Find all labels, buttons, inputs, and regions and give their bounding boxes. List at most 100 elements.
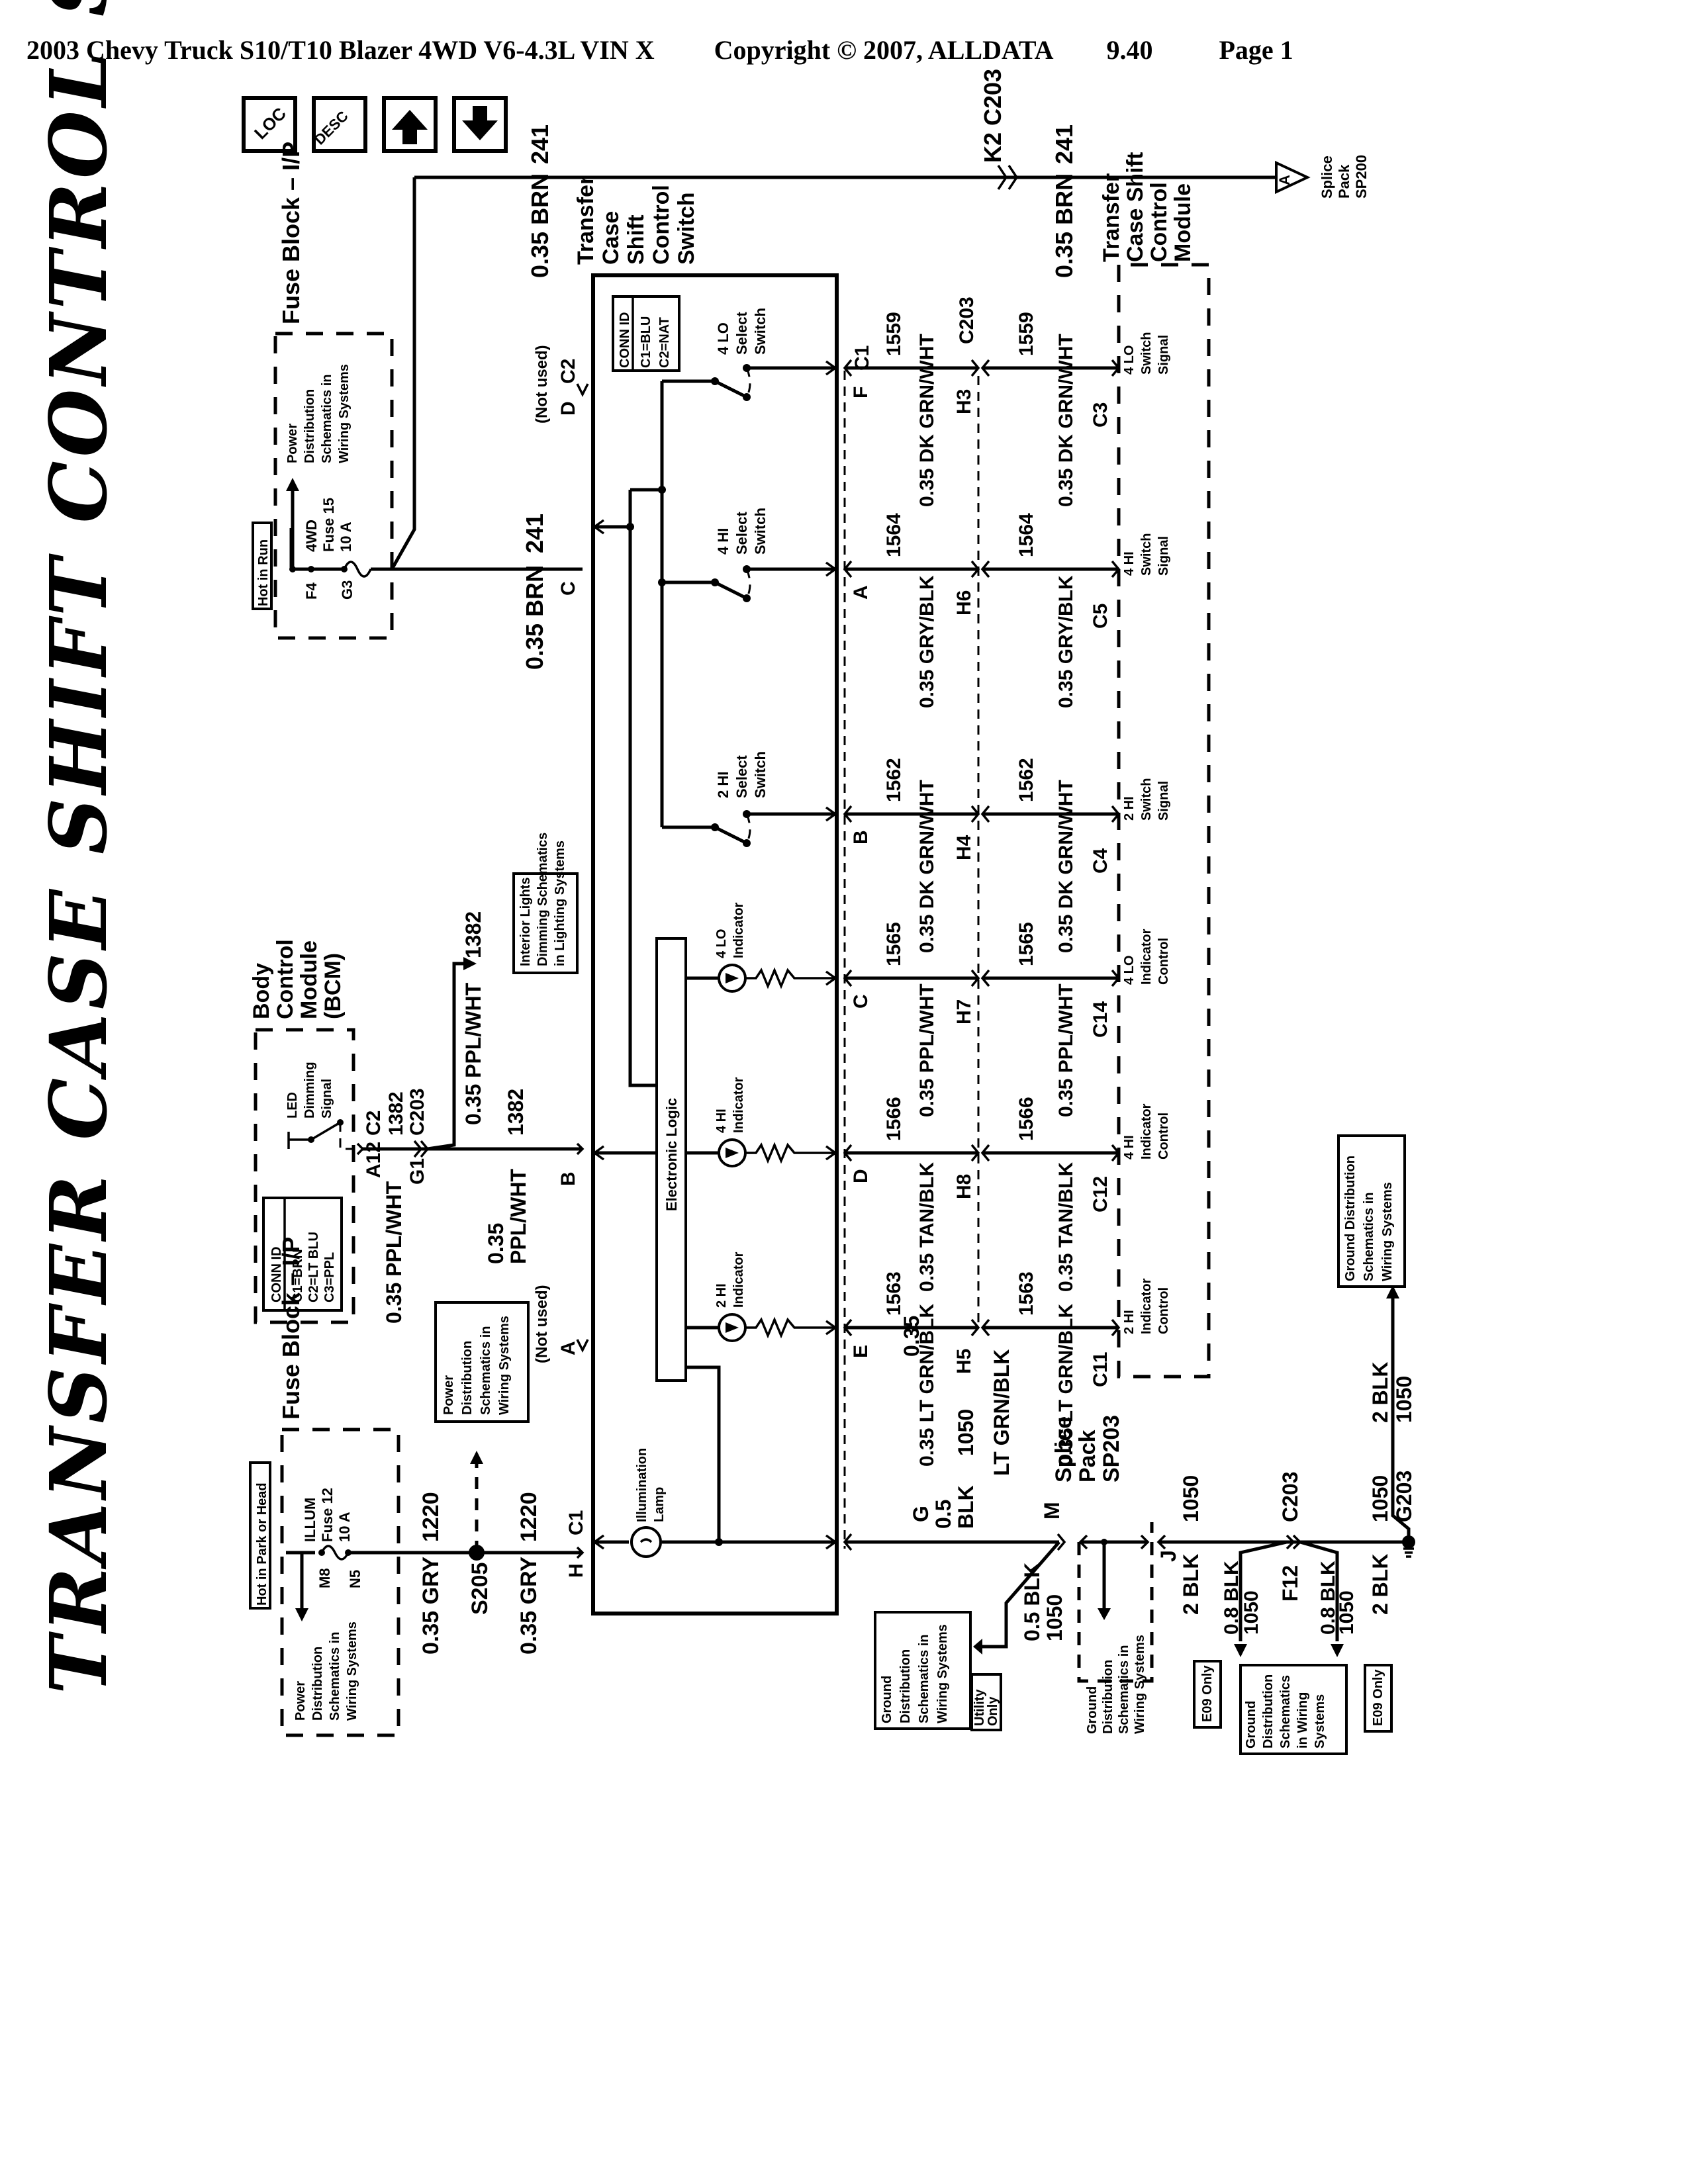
bcm-signal-line2: Dimming (303, 1062, 317, 1118)
handwritten-note: TRANSFER CASE SHIFT CONTROL SWITCH (32, 0, 124, 1694)
switch-pin: D (850, 1169, 872, 1183)
harness-circuit: 1563 (883, 1271, 905, 1316)
switch-pin: E (850, 1345, 872, 1358)
indicator-4lo-line2: Indicator (731, 902, 746, 958)
handwritten-note-text: TRANSFER CASE SHIFT CONTROL SWITCH (32, 0, 124, 1694)
g203-circuit: 1050 (1368, 1475, 1392, 1522)
bcm-conn-c2: C2=LT BLU (306, 1232, 321, 1302)
switch-4hi-line2: Select (733, 512, 750, 555)
illum-fuse-line2: Fuse 12 (319, 1488, 336, 1542)
select-switch-2hi: 2 HI Select Switch (662, 751, 838, 847)
svg-text:in Lighting Systems: in Lighting Systems (553, 841, 567, 966)
e09-only-box-1 (1193, 1660, 1222, 1729)
svg-text:Dimming Schematics: Dimming Schematics (536, 833, 550, 966)
lamp-line2: Lamp (652, 1487, 667, 1522)
module-signal-label: 4 LO (1122, 956, 1137, 985)
e09-wire-1: 0.8 BLK (1221, 1561, 1243, 1635)
not-used-2: (Not used) (533, 1285, 551, 1363)
e09-wire-2: 0.8 BLK (1317, 1561, 1339, 1635)
svg-text:Ground: Ground (880, 1676, 894, 1723)
bcm-conn-c1: C1=BRN (291, 1249, 305, 1302)
module-signal-label: 2 HI (1122, 1310, 1137, 1334)
svg-text:Systems: Systems (1313, 1694, 1327, 1749)
wire-1220-circuit-1: 1220 (418, 1492, 444, 1542)
pin-c2: C2 (557, 359, 579, 384)
arrow-up-icon (392, 110, 428, 144)
power-dist-ref-bottom: Power Distribution Schematics in Wiring … (293, 1621, 359, 1721)
connector-terminals (843, 969, 1121, 987)
module-outline (1117, 263, 1211, 1379)
module-pin: C5 (1090, 604, 1111, 629)
module-pin: C4 (1090, 848, 1111, 874)
power-dist-ref-top: Power Distribution Schematics in Wiring … (285, 364, 352, 463)
module-signal-label: 4 HI (1122, 1135, 1137, 1160)
j-circuit: 1050 (1179, 1475, 1203, 1522)
logic-feed (628, 490, 657, 1087)
sp200-triangle (1275, 160, 1311, 195)
svg-text:Module: Module (1170, 183, 1196, 262)
svg-text:Wiring Systems: Wiring Systems (497, 1316, 512, 1415)
module-signal-label: Indicator (1139, 1103, 1154, 1160)
wire-1382-up (427, 962, 470, 1151)
svg-text:Fuse Block – I/P: Fuse Block – I/P (277, 142, 305, 324)
fuse-15-line3: 10 A (338, 522, 354, 552)
h-connector-pin: H8 (953, 1174, 975, 1199)
svg-text:in Wiring: in Wiring (1295, 1692, 1310, 1749)
module-signal-label: Switch (1139, 332, 1154, 375)
switch-c1-label: C1 (851, 345, 873, 371)
up-button[interactable] (382, 96, 438, 153)
svg-text:Wiring Systems: Wiring Systems (1380, 1182, 1395, 1281)
switch-conn-c1: C1=BLU (639, 316, 653, 368)
pin-b: B (557, 1171, 579, 1186)
harness-wire-gauge: 0.35 LT GRN/BLK (916, 1304, 938, 1467)
svg-text:Pack: Pack (1336, 164, 1352, 199)
wire-ppl-b-gauge-a: 0.35 (484, 1223, 508, 1264)
pin-g3: G3 (339, 580, 355, 600)
sp203-label: Splice Pack SP203 (1051, 1415, 1124, 1482)
down-button[interactable] (452, 96, 508, 153)
select-switch-4lo: 4 LO Select Switch (662, 308, 838, 401)
interior-lights-ref: Interior Lights Dimming Schematics in Li… (512, 833, 579, 974)
f12-pin: F12 (1278, 1565, 1302, 1602)
wire-241-gauge-right: 0.35 BRN (1051, 173, 1078, 278)
pin-d: D (557, 401, 579, 416)
c203-ground: C203 (1278, 1472, 1302, 1523)
wire-241-drop (390, 177, 416, 570)
switch-pin: A (850, 585, 872, 600)
logic-to-lamp (686, 1365, 721, 1542)
svg-text:SP203: SP203 (1099, 1415, 1124, 1482)
svg-text:Ground: Ground (1085, 1686, 1100, 1734)
e09-circuit-1: 1050 (1241, 1590, 1262, 1635)
svg-text:Power: Power (285, 424, 300, 463)
module-side-circuit: 1566 (1015, 1097, 1037, 1141)
sp200-label: Splice Pack SP200 (1319, 155, 1370, 199)
fuse-15-symbol (343, 561, 372, 578)
connector-terminals (843, 1144, 1121, 1162)
switch-pin: F (850, 387, 872, 398)
svg-text:Shift: Shift (624, 214, 649, 265)
switch-conn-id-box (612, 295, 680, 372)
wire-e09-1 (1239, 1540, 1288, 1641)
switch-pin: C (850, 994, 872, 1009)
loc-button[interactable]: LOC (242, 96, 297, 153)
module-pin: C3 (1090, 402, 1111, 428)
bcm-conn-c3: C3=PPL (322, 1252, 337, 1302)
desc-button[interactable]: DESC (311, 96, 367, 153)
module-signal-label: Signal (1156, 335, 1171, 375)
module-side-circuit: 1562 (1015, 758, 1037, 802)
harness-wire-gauge: 0.35 DK GRN/WHT (916, 780, 938, 953)
module-side-circuit: 1563 (1015, 1271, 1037, 1316)
svg-text:Schematics in: Schematics in (1117, 1645, 1131, 1734)
harness-wire-gauge: 0.35 TAN/BLK (916, 1162, 938, 1292)
arrow-down-icon (462, 106, 498, 140)
c203-connector-top (997, 165, 1019, 190)
hot-park-head-label: Hot in Park or Head (255, 1482, 269, 1606)
wire-e09-2 (1299, 1540, 1339, 1641)
illum-fuse-line1: ILLUM (302, 1498, 318, 1542)
fuse-block-top: Fuse Block – I/P Hot in Run 4WD Fuse 15 … (252, 142, 583, 640)
power-dist-ref-mid: Power Distribution Schematics in Wiring … (434, 1301, 530, 1423)
bcm-title: Body Control Module (BCM) (249, 939, 346, 1019)
not-used-1: (Not used) (533, 345, 551, 424)
bcm-signal-line1: LED (285, 1092, 300, 1118)
